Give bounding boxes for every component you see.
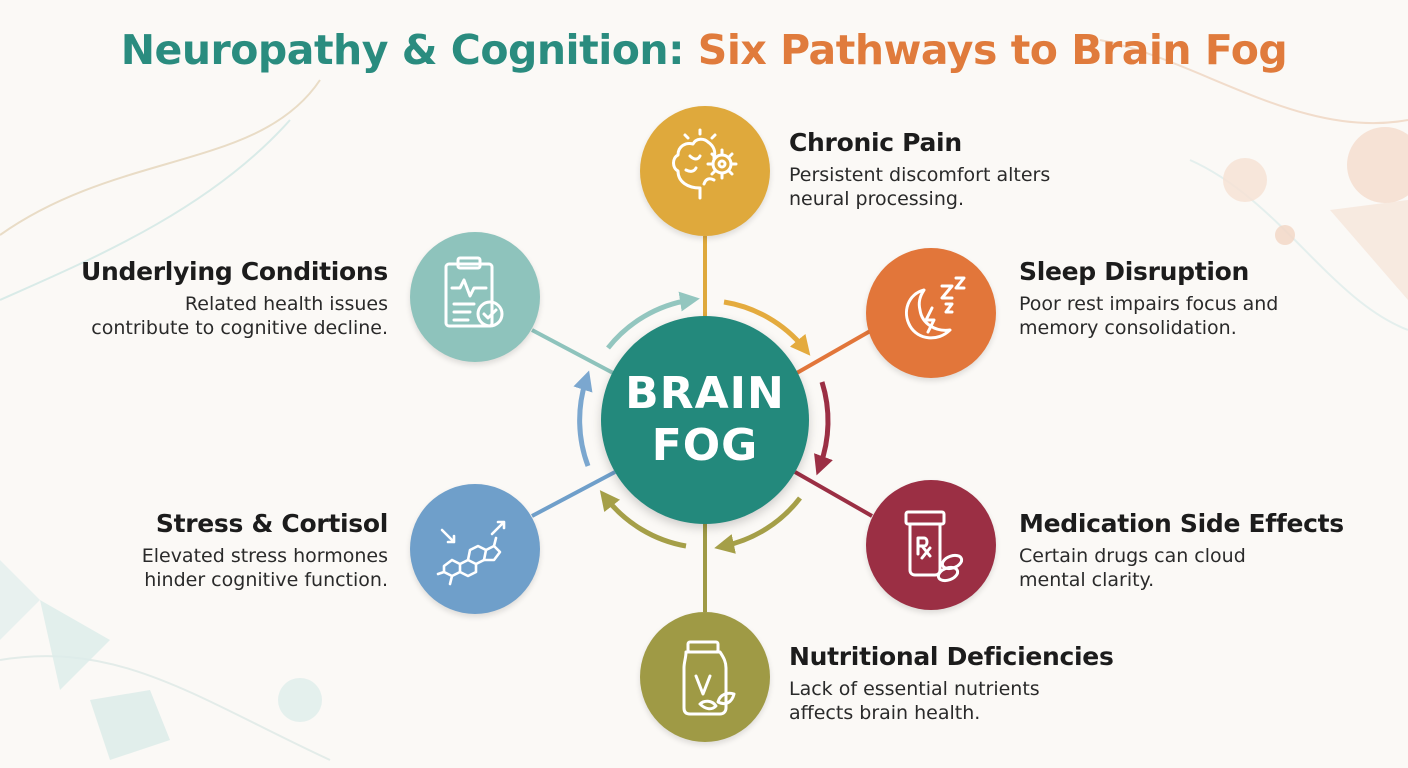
underlying-desc-line-2: contribute to cognitive decline. xyxy=(91,317,388,339)
label-chronic-pain: Chronic Pain Persistent discomfort alter… xyxy=(789,128,1050,211)
stress-desc-line-1: Elevated stress hormones xyxy=(141,545,388,567)
sleep-disruption-desc-line-2: memory consolidation. xyxy=(1019,317,1237,339)
cycle-arrow-3 xyxy=(714,496,802,554)
node-medication xyxy=(866,480,996,610)
nutrition-desc-line-2: affects brain health. xyxy=(789,702,981,724)
underlying-title: Underlying Conditions xyxy=(81,257,388,286)
stress-desc-line-2: hinder cognitive function. xyxy=(144,569,388,591)
underlying-desc-line-1: Related health issues xyxy=(184,293,388,315)
medication-desc-line-2: mental clarity. xyxy=(1019,569,1155,591)
node-sleep-disruption xyxy=(866,248,996,378)
brain-gear-icon xyxy=(672,128,738,200)
sleep-disruption-desc-line-1: Poor rest impairs focus and xyxy=(1019,293,1279,315)
spoke-underlying xyxy=(531,328,616,376)
label-sleep-disruption: Sleep Disruption Poor rest impairs focus… xyxy=(1019,257,1278,340)
title-part-1: Neuropathy & Cognition: xyxy=(120,26,685,74)
medication-title: Medication Side Effects xyxy=(1019,509,1344,538)
supplement-jar-icon xyxy=(682,640,736,716)
hub-line-1: BRAIN xyxy=(625,368,785,419)
nutrition-title: Nutritional Deficiencies xyxy=(789,642,1114,671)
sleep-disruption-title: Sleep Disruption xyxy=(1019,257,1250,286)
spoke-stress xyxy=(531,470,616,518)
medication-desc-line-1: Certain drugs can cloud xyxy=(1019,545,1246,567)
label-stress: Stress & Cortisol Elevated stress hormon… xyxy=(100,509,389,592)
moon-zzz-icon xyxy=(905,276,966,340)
node-chronic-pain xyxy=(640,106,770,236)
clipboard-check-icon xyxy=(444,256,504,328)
stress-title: Stress & Cortisol xyxy=(155,509,388,538)
cortisol-molecule-icon xyxy=(436,520,506,586)
chronic-pain-desc-line-2: neural processing. xyxy=(789,188,964,210)
title-part-2: Six Pathways to Brain Fog xyxy=(697,26,1288,74)
label-underlying: Underlying Conditions Related health iss… xyxy=(60,257,388,340)
chronic-pain-desc-line-1: Persistent discomfort alters xyxy=(789,164,1051,186)
spoke-medication xyxy=(794,470,873,518)
cycle-arrow-4 xyxy=(599,490,687,549)
node-underlying xyxy=(410,232,540,362)
chronic-pain-title: Chronic Pain xyxy=(789,128,962,157)
label-medication: Medication Side Effects Certain drugs ca… xyxy=(1019,509,1344,592)
nutrition-desc-line-1: Lack of essential nutrients xyxy=(789,678,1040,700)
cycle-arrow-2 xyxy=(814,381,833,476)
cycle-arrow-1 xyxy=(723,299,811,356)
node-stress xyxy=(410,484,540,614)
pill-bottle-icon xyxy=(904,510,964,583)
label-nutrition: Nutritional Deficiencies Lack of essenti… xyxy=(789,642,1114,725)
node-nutrition xyxy=(640,612,770,742)
brain-fog-hub: BRAIN FOG xyxy=(601,316,809,524)
cycle-arrow-6 xyxy=(606,291,700,350)
cycle-arrow-5 xyxy=(573,370,593,467)
page-title: Neuropathy & Cognition: Six Pathways to … xyxy=(0,26,1408,74)
spoke-sleep-disruption xyxy=(794,328,873,376)
hub-line-2: FOG xyxy=(651,420,759,471)
